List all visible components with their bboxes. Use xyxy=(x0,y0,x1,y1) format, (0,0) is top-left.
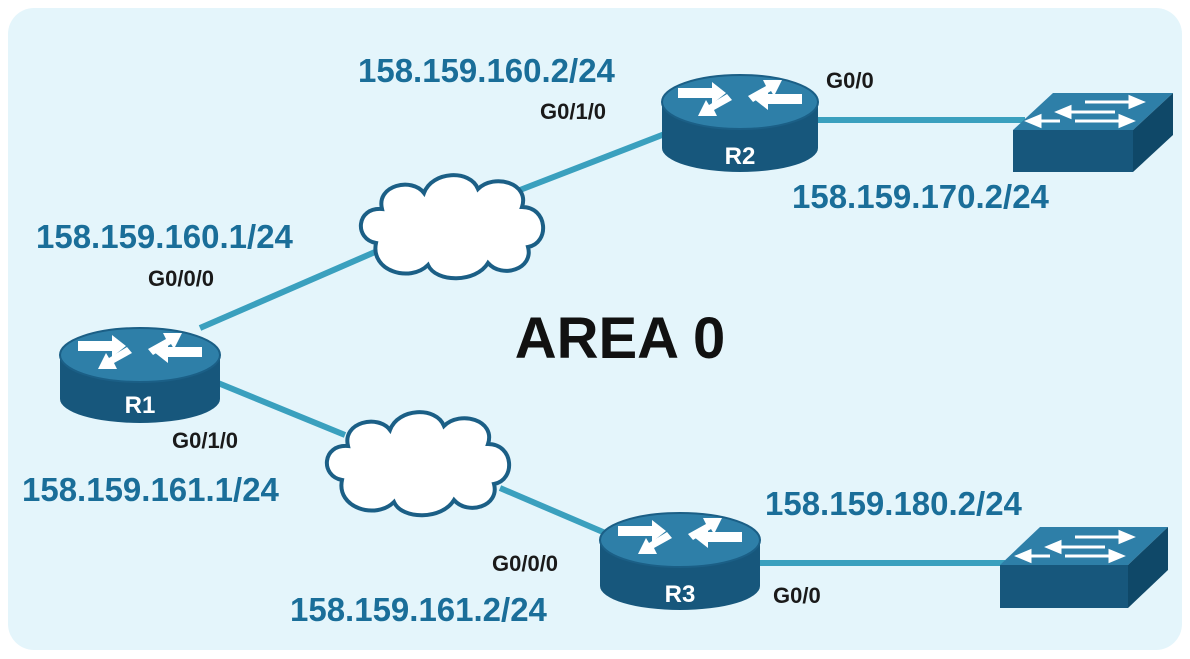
port-label-r3-g000: G0/0/0 xyxy=(492,551,558,576)
router-icon xyxy=(599,512,761,610)
link-cloud2-r3 xyxy=(498,485,612,538)
ip-label-r3-g00: 158.159.180.2/24 xyxy=(765,485,1023,522)
ip-label-r2-g00: 158.159.170.2/24 xyxy=(792,178,1050,215)
router-r2[interactable]: R2 xyxy=(661,74,819,172)
port-label-r1-g010: G0/1/0 xyxy=(172,428,238,453)
router-icon xyxy=(59,327,221,423)
port-label-r2-g00: G0/0 xyxy=(826,68,874,93)
router-r3[interactable]: R3 xyxy=(599,512,761,610)
switch-icon[interactable] xyxy=(1013,93,1173,172)
ip-label-r1-g010: 158.159.161.1/24 xyxy=(22,471,280,508)
port-label-r2-g010: G0/1/0 xyxy=(540,99,606,124)
links xyxy=(198,117,1025,566)
link-r1-cloud1 xyxy=(198,249,377,331)
router-r1[interactable]: R1 xyxy=(59,327,221,423)
router-label: R2 xyxy=(725,143,756,170)
diagram-background xyxy=(8,8,1182,650)
router-icon xyxy=(661,74,819,172)
area-label: AREA 0 xyxy=(515,306,726,371)
router-label: R3 xyxy=(665,581,696,608)
cloud-icon xyxy=(358,173,545,281)
cloud-icon xyxy=(324,410,511,518)
router-label: R1 xyxy=(125,392,156,419)
port-label-r1-g000: G0/0/0 xyxy=(148,266,214,291)
link-cloud1-r2 xyxy=(518,127,677,193)
ip-label-r2-g010: 158.159.160.2/24 xyxy=(358,52,616,89)
switch-icon[interactable] xyxy=(1000,527,1168,608)
link-r1-cloud2 xyxy=(216,380,347,438)
port-label-r3-g00: G0/0 xyxy=(773,583,821,608)
ip-label-r1-g000: 158.159.160.1/24 xyxy=(36,218,294,255)
ip-label-r3-g000: 158.159.161.2/24 xyxy=(290,591,548,628)
